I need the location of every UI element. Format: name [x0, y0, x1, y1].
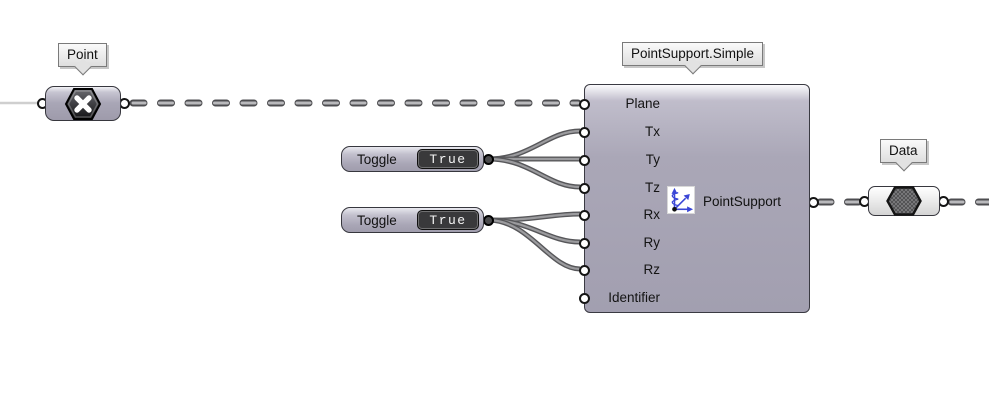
input-port-identifier[interactable]	[579, 292, 590, 304]
toggle2-label: Toggle	[357, 212, 397, 228]
input-port-ry[interactable]	[579, 237, 590, 249]
toggle1-value[interactable]: True	[417, 148, 479, 169]
input-label-identifier: Identifier	[608, 290, 660, 305]
tag-label-point: Point	[67, 47, 98, 62]
input-port-ty[interactable]	[579, 154, 590, 166]
nickname-tag-pointsupport-simple: PointSupport.Simple	[622, 42, 764, 66]
toggle2-value[interactable]: True	[417, 209, 479, 230]
toggle2-output-port[interactable]	[482, 214, 494, 226]
tag-label-pointsupport-simple: PointSupport.Simple	[631, 46, 755, 61]
input-port-plane[interactable]	[579, 98, 590, 110]
input-label-tz: Tz	[645, 180, 660, 195]
input-label-ty: Ty	[645, 152, 660, 167]
nickname-tag-point: Point	[58, 43, 107, 67]
input-label-tx: Tx	[645, 124, 660, 139]
wire-toggle1-to-txyz[interactable]	[488, 128, 581, 190]
toggle1-output-port[interactable]	[482, 153, 494, 165]
input-port-tz[interactable]	[579, 182, 590, 194]
tag-label-data: Data	[889, 143, 918, 158]
boolean-toggle-1[interactable]: Toggle True	[341, 146, 484, 172]
input-port-rz[interactable]	[579, 264, 590, 276]
input-label-plane: Plane	[625, 96, 660, 111]
wire-toggle2-to-rxyz[interactable]	[488, 211, 581, 272]
output-label-pointsupport: PointSupport	[703, 194, 782, 209]
input-label-rz: Rz	[643, 262, 661, 277]
data-hexagon-icon	[886, 186, 922, 216]
point-param-node[interactable]	[45, 86, 121, 121]
input-port-rx[interactable]	[579, 209, 590, 221]
data-param-node[interactable]	[868, 186, 940, 216]
nickname-tag-data: Data	[880, 139, 927, 163]
point-support-axes-icon	[667, 186, 695, 214]
input-label-rx: Rx	[643, 207, 661, 222]
hexagon-x-icon	[64, 87, 102, 120]
component-pointsupport-simple[interactable]: Plane Tx Ty Tz Rx Ry Rz Identifier	[579, 84, 810, 313]
input-label-ry: Ry	[643, 235, 661, 250]
boolean-toggle-2[interactable]: Toggle True	[341, 207, 484, 233]
input-port-tx[interactable]	[579, 126, 590, 138]
toggle1-label: Toggle	[357, 151, 397, 167]
